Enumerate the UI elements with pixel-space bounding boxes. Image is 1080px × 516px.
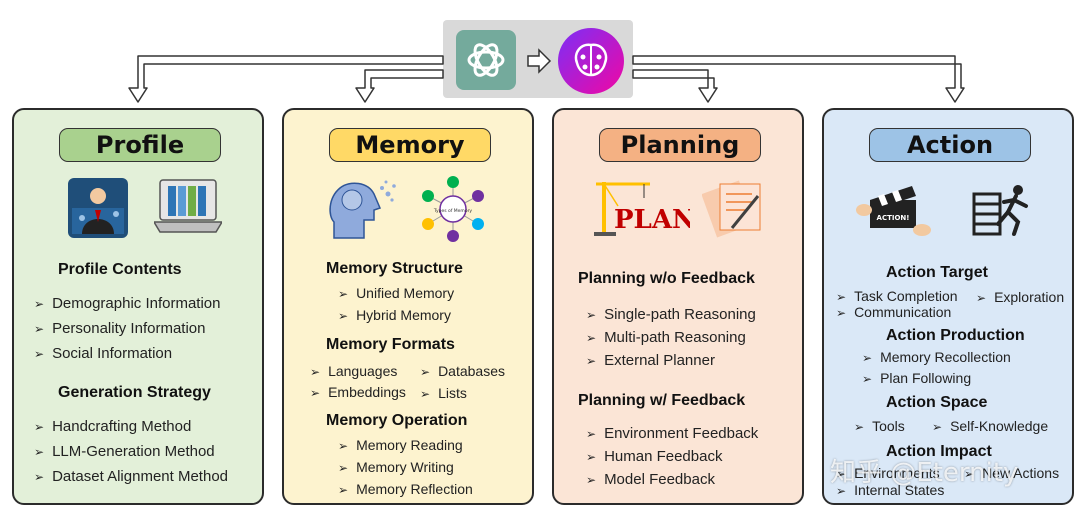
- planning-notes-icon: [701, 176, 766, 243]
- list-item: ➢Self-Knowledge: [932, 418, 1049, 434]
- list-item: ➢Human Feedback: [586, 448, 723, 465]
- arrow-icon: ➢: [338, 309, 349, 323]
- memory-operation-heading: Memory Operation: [326, 412, 468, 429]
- brain-head-icon: [324, 176, 400, 247]
- planning-with-feedback-heading: Planning w/ Feedback: [578, 392, 746, 409]
- clapperboard-icon: ACTION!: [856, 180, 932, 245]
- list-item: ➢Model Feedback: [586, 471, 715, 488]
- list-item: ➢New Actions: [964, 465, 1060, 481]
- ai-brain-icon: [557, 27, 625, 100]
- arrow-icon: ➢: [862, 372, 873, 386]
- planning-title: Planning: [599, 128, 761, 162]
- memory-types-icon: Types of Memory: [418, 174, 488, 249]
- action-impact-heading: Action Impact: [886, 443, 992, 460]
- arrow-icon: ➢: [34, 470, 45, 484]
- list-item: ➢Memory Writing: [338, 459, 454, 475]
- action-title: Action: [869, 128, 1031, 162]
- arrow-icon: ➢: [34, 297, 45, 311]
- arrow-icon: ➢: [338, 483, 349, 497]
- planning-panel: Planning PLAN Planning w/o Feedback ➢Sin…: [552, 108, 804, 505]
- memory-panel: Memory Types of Memory Memory Structure …: [282, 108, 534, 505]
- list-item: ➢External Planner: [586, 352, 715, 369]
- arrow-icon: ➢: [836, 467, 847, 481]
- list-item: ➢Multi-path Reasoning: [586, 329, 746, 346]
- action-space-heading: Action Space: [886, 394, 988, 411]
- arrow-icon: ➢: [932, 420, 943, 434]
- arrow-icon: ➢: [338, 461, 349, 475]
- arrow-icon: ➢: [34, 420, 45, 434]
- list-item: ➢Demographic Information: [34, 295, 221, 312]
- plan-text-label: PLAN: [614, 205, 690, 235]
- action-production-heading: Action Production: [886, 327, 1025, 344]
- arrow-icon: ➢: [586, 354, 597, 368]
- list-item: ➢Memory Reading: [338, 437, 463, 453]
- profile-panel: Profile Profile Contents ➢Demographic In…: [12, 108, 264, 505]
- list-item: ➢Memory Recollection: [862, 349, 1011, 365]
- arrow-icon: ➢: [586, 427, 597, 441]
- right-arrow-icon: [526, 48, 552, 79]
- arrow-icon: ➢: [338, 439, 349, 453]
- list-item: ➢Memory Reflection: [338, 481, 473, 497]
- clapper-label: ACTION!: [877, 214, 910, 222]
- arrow-icon: ➢: [34, 445, 45, 459]
- list-item: ➢Communication: [836, 304, 952, 320]
- action-target-heading: Action Target: [886, 264, 988, 281]
- arrow-icon: ➢: [310, 386, 321, 400]
- list-item: ➢Unified Memory: [338, 285, 455, 301]
- list-item: ➢Social Information: [34, 345, 173, 362]
- arrow-icon: ➢: [420, 387, 431, 401]
- arrow-icon: ➢: [338, 287, 349, 301]
- list-item: ➢Lists: [420, 385, 467, 401]
- laptop-folders-icon: [152, 176, 224, 243]
- arrow-icon: ➢: [836, 306, 847, 320]
- list-item: ➢Task Completion: [836, 288, 958, 304]
- list-item: ➢Personality Information: [34, 320, 206, 337]
- arrow-icon: ➢: [854, 420, 865, 434]
- arrow-icon: ➢: [586, 331, 597, 345]
- profile-contents-heading: Profile Contents: [58, 261, 182, 278]
- list-item: ➢Environments: [836, 465, 940, 481]
- arrow-icon: ➢: [976, 291, 987, 305]
- planning-without-feedback-heading: Planning w/o Feedback: [578, 270, 755, 287]
- generation-strategy-heading: Generation Strategy: [58, 384, 211, 401]
- list-item: ➢Exploration: [976, 289, 1065, 305]
- list-item: ➢LLM-Generation Method: [34, 443, 215, 460]
- arrow-icon: ➢: [310, 365, 321, 379]
- list-item: ➢Hybrid Memory: [338, 307, 451, 323]
- memory-title: Memory: [329, 128, 491, 162]
- arrow-icon: ➢: [964, 467, 975, 481]
- profile-title: Profile: [59, 128, 221, 162]
- watermark: 知乎 @Eternity: [830, 458, 1019, 488]
- arrow-icon: ➢: [586, 308, 597, 322]
- arrow-icon: ➢: [34, 322, 45, 336]
- list-item: ➢Dataset Alignment Method: [34, 468, 228, 485]
- distribution-arrows: [128, 55, 965, 103]
- list-item: ➢Environment Feedback: [586, 425, 759, 442]
- arrow-icon: ➢: [420, 365, 431, 379]
- list-item: ➢Embeddings: [310, 384, 406, 400]
- list-item: ➢Handcrafting Method: [34, 418, 192, 435]
- arrow-icon: ➢: [862, 351, 873, 365]
- openai-logo-icon: [456, 30, 516, 95]
- memory-formats-heading: Memory Formats: [326, 336, 455, 353]
- arrow-icon: ➢: [836, 484, 847, 498]
- running-man-icon: [970, 180, 1036, 245]
- businessman-icon: [68, 178, 128, 243]
- memory-types-label: Types of Memory: [433, 208, 473, 214]
- list-item: ➢Tools: [854, 418, 905, 434]
- action-panel: Action ACTION! Action Target ➢Task Compl…: [822, 108, 1074, 505]
- plan-crane-icon: PLAN: [590, 176, 696, 243]
- memory-structure-heading: Memory Structure: [326, 260, 463, 277]
- list-item: ➢Plan Following: [862, 370, 972, 386]
- arrow-icon: ➢: [34, 347, 45, 361]
- arrow-icon: ➢: [586, 473, 597, 487]
- list-item: ➢Databases: [420, 363, 505, 379]
- arrow-icon: ➢: [836, 290, 847, 304]
- list-item: ➢Internal States: [836, 482, 945, 498]
- list-item: ➢Single-path Reasoning: [586, 306, 756, 323]
- list-item: ➢Languages: [310, 363, 398, 379]
- arrow-icon: ➢: [586, 450, 597, 464]
